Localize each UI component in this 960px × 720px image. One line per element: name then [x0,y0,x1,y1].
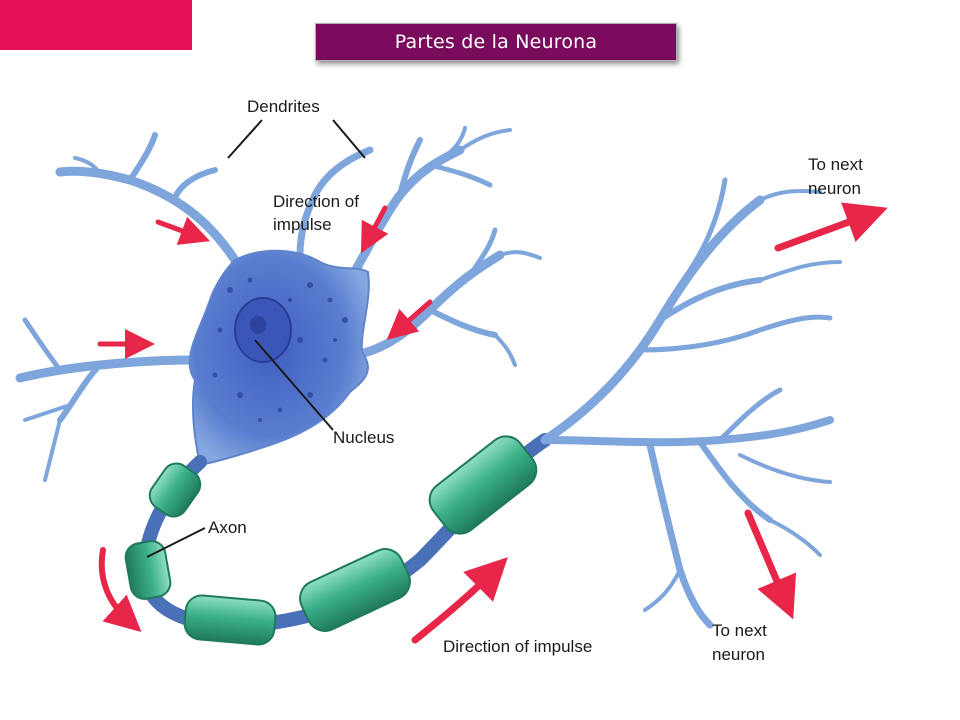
myelin-sheath [124,435,538,646]
label-to-next-neuron-top-1: To next [808,155,863,174]
label-axon: Axon [208,518,247,537]
label-dendrites: Dendrites [247,97,320,116]
cell-body [188,249,370,467]
leader-lines [146,119,366,558]
nissl-granules [212,277,348,422]
label-to-next-neuron-top-2: neuron [808,179,861,198]
axon-terminals [540,177,842,629]
dendrites [15,126,542,482]
label-to-next-neuron-bottom-2: neuron [712,645,765,664]
impulse-arrows [97,202,888,644]
axon [124,433,552,646]
accent-block [0,0,192,50]
label-direction-of: Direction of [273,192,359,211]
title-banner: Partes de la Neurona [315,23,677,61]
label-to-next-neuron-bottom-1: To next [712,621,767,640]
label-impulse: impulse [273,215,332,234]
label-direction-of-impulse: Direction of impulse [443,637,592,656]
label-nucleus: Nucleus [333,428,394,447]
slide-title: Partes de la Neurona [394,31,598,53]
